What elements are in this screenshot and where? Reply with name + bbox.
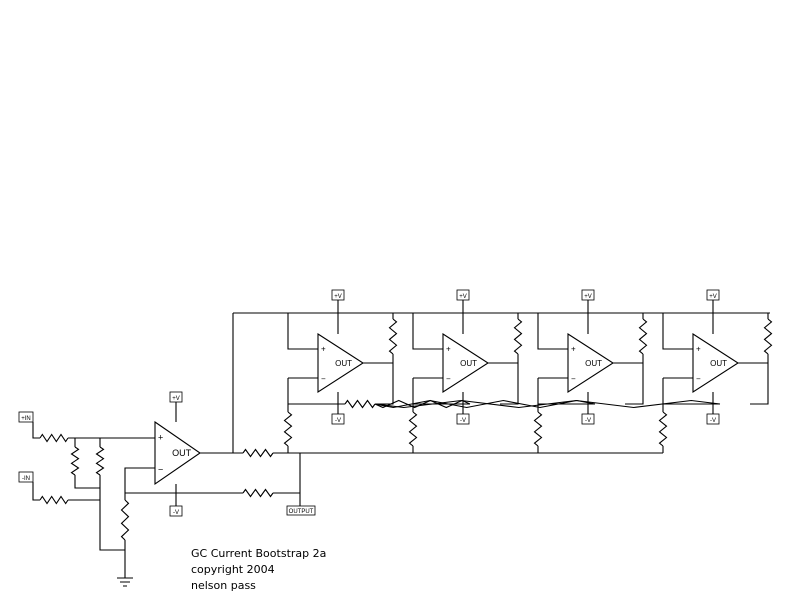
stage-1-resistor-top <box>388 318 398 355</box>
stage-2-resistor-bottom <box>408 411 418 447</box>
minus-sign: − <box>571 375 576 384</box>
svg-text:-IN: -IN <box>22 476 30 482</box>
minus-sign: − <box>321 375 326 384</box>
svg-text:+V: +V <box>334 294 342 300</box>
labels: +IN -IN +V -V OUTPUT +V -V +V -V +V -V +V -V <box>18 289 720 517</box>
svg-text:-V: -V <box>460 418 466 424</box>
resistors <box>39 300 773 541</box>
stage-3-resistor-bottom <box>533 411 543 447</box>
out-label: OUT <box>460 359 477 368</box>
svg-text:+V: +V <box>709 294 717 300</box>
svg-text:-V: -V <box>585 418 591 424</box>
stage-1-resistor-bottom <box>283 411 293 447</box>
svg-text:+IN: +IN <box>21 416 31 422</box>
resistor-in-plus <box>39 433 69 443</box>
minus-sign: − <box>696 375 701 384</box>
resistor-output <box>242 448 274 458</box>
stage-1-minus-v-terminal: -V <box>331 413 345 425</box>
stage-2-plus-v-terminal: +V <box>456 289 470 301</box>
resistor-ladder-2 <box>95 446 105 476</box>
stage-1-op-amp: + −OUT <box>317 332 365 394</box>
output-terminal: OUTPUT <box>286 505 316 516</box>
svg-text:-V: -V <box>335 418 341 424</box>
stage-2-minus-v-terminal: -V <box>456 413 470 425</box>
resistor-feedback <box>242 488 274 498</box>
plus-sign: + <box>696 345 701 354</box>
stage-3-minus-v-terminal: -V <box>581 413 595 425</box>
out-label: OUT <box>335 359 352 368</box>
stage-3-plus-v-terminal: +V <box>581 289 595 301</box>
ground-symbol <box>117 577 133 587</box>
plus-sign: + <box>571 345 576 354</box>
plus-sign: + <box>321 345 326 354</box>
stage-1-resistor-feedback <box>344 399 376 409</box>
plus-v-terminal: +V <box>169 391 183 403</box>
plus-sign: + <box>158 433 163 443</box>
out-label: OUT <box>172 448 192 458</box>
title-line-3: nelson pass <box>191 579 256 592</box>
stage-4-resistor-top <box>763 318 773 355</box>
stage-4-resistor-feedback <box>374 399 721 409</box>
op-amps: +−OUT+−OUT+−OUT+−OUT+−OUT <box>154 332 740 486</box>
stage-4-resistor-bottom <box>658 411 668 447</box>
title-line-1: GC Current Bootstrap 2a <box>191 547 326 560</box>
plus-in-terminal: +IN <box>18 411 34 423</box>
stage-3-wiring <box>537 300 644 453</box>
resistor-in-minus <box>39 495 69 505</box>
stage-2-resistor-top <box>513 318 523 355</box>
stage-2-op-amp: + −OUT <box>442 332 490 394</box>
stage-3-resistor-top <box>638 318 648 355</box>
svg-text:-V: -V <box>173 510 179 516</box>
svg-text:+V: +V <box>459 294 467 300</box>
svg-text:+V: +V <box>172 396 180 402</box>
minus-in-terminal: -IN <box>18 471 34 483</box>
wiring <box>32 312 770 578</box>
plus-sign: + <box>446 345 451 354</box>
stage-4-minus-v-terminal: -V <box>706 413 720 425</box>
title-block: GC Current Bootstrap 2a copyright 2004 n… <box>191 547 326 592</box>
minus-sign: − <box>158 465 163 475</box>
svg-text:+V: +V <box>584 294 592 300</box>
stage-3-op-amp: + −OUT <box>567 332 615 394</box>
stage-4-op-amp: + −OUT <box>692 332 740 394</box>
out-label: OUT <box>585 359 602 368</box>
svg-text:-V: -V <box>710 418 716 424</box>
stage-1-wiring <box>287 300 394 453</box>
svg-text:OUTPUT: OUTPUT <box>289 509 314 515</box>
stage-1-plus-v-terminal: +V <box>331 289 345 301</box>
stage-4-plus-v-terminal: +V <box>706 289 720 301</box>
title-line-2: copyright 2004 <box>191 563 275 576</box>
out-label: OUT <box>710 359 727 368</box>
minus-sign: − <box>446 375 451 384</box>
resistor-ladder-1 <box>70 446 80 476</box>
main-op-amp: + −OUT <box>154 420 201 486</box>
resistor-ground <box>120 499 130 541</box>
minus-v-terminal: -V <box>169 505 183 517</box>
